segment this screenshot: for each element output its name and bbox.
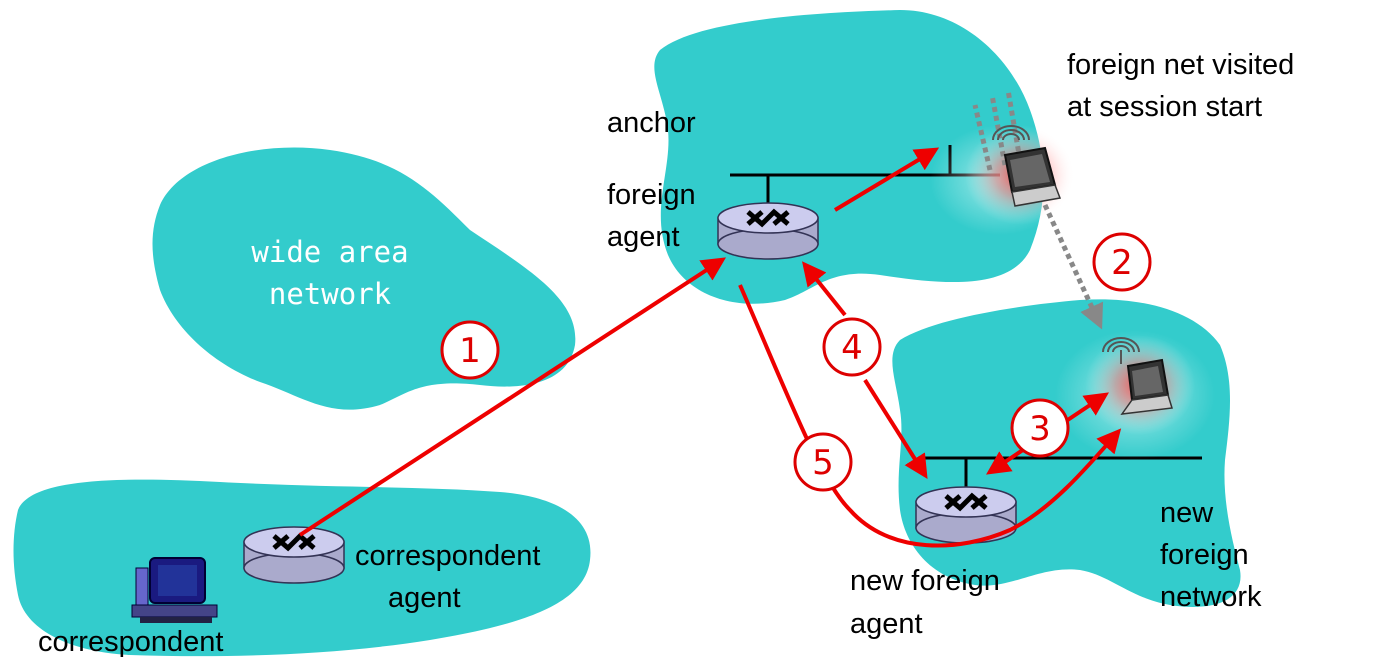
arrow-anchor-to-old-laptop (833, 147, 940, 212)
step-3-marker: 3 (1010, 398, 1070, 458)
desktop-computer-icon (131, 557, 218, 623)
arrow-step-4-up (802, 261, 847, 317)
step-3-label: 3 (1029, 409, 1051, 449)
anchor-agent-label-line3: agent (607, 221, 680, 253)
foreign-net-visited-label-line1: foreign net visited (1067, 49, 1294, 81)
new-foreign-agent-label-line1: new foreign (850, 565, 1000, 597)
correspondent-agent-label-line1: correspondent (355, 540, 540, 572)
new-foreign-agent-label-line2: agent (850, 608, 923, 640)
foreign-net-visited-label-line2: at session start (1067, 91, 1262, 123)
wide-area-label-line2: network (269, 277, 392, 311)
arrow-step-1 (298, 257, 727, 537)
step-5-marker: 5 (793, 432, 853, 492)
step-2-label: 2 (1111, 243, 1133, 283)
arrow-step-5 (738, 284, 1122, 548)
correspondent-label: correspondent (38, 626, 223, 658)
wide-area-label-line1: wide area (251, 235, 408, 269)
new-foreign-network-label-line2: foreign (1160, 539, 1249, 571)
anchor-agent-label-line2: foreign (607, 179, 696, 211)
new-foreign-network-label-line1: new (1160, 497, 1214, 529)
arrow-step-4-down (863, 378, 928, 480)
anchor-agent-label-line1: anchor (607, 107, 696, 139)
laptop-icon (1003, 146, 1062, 207)
step-2-marker: 2 (1092, 232, 1152, 292)
step-1-marker: 1 (440, 320, 500, 380)
router-icon (243, 526, 345, 584)
new-foreign-network-label-line3: network (1160, 581, 1262, 613)
step-4-marker: 4 (822, 317, 882, 377)
correspondent-agent-label-line2: agent (388, 582, 461, 614)
step-4-label: 4 (841, 328, 863, 368)
step-1-label: 1 (459, 331, 481, 371)
step-5-label: 5 (812, 443, 834, 483)
step-arrows (298, 147, 1122, 548)
laptop-icon (1120, 358, 1173, 415)
wireless-signal-icon (1102, 337, 1140, 364)
router-icon (717, 202, 819, 260)
movement-trail (972, 89, 1104, 330)
wireless-signal-icon (992, 125, 1030, 141)
